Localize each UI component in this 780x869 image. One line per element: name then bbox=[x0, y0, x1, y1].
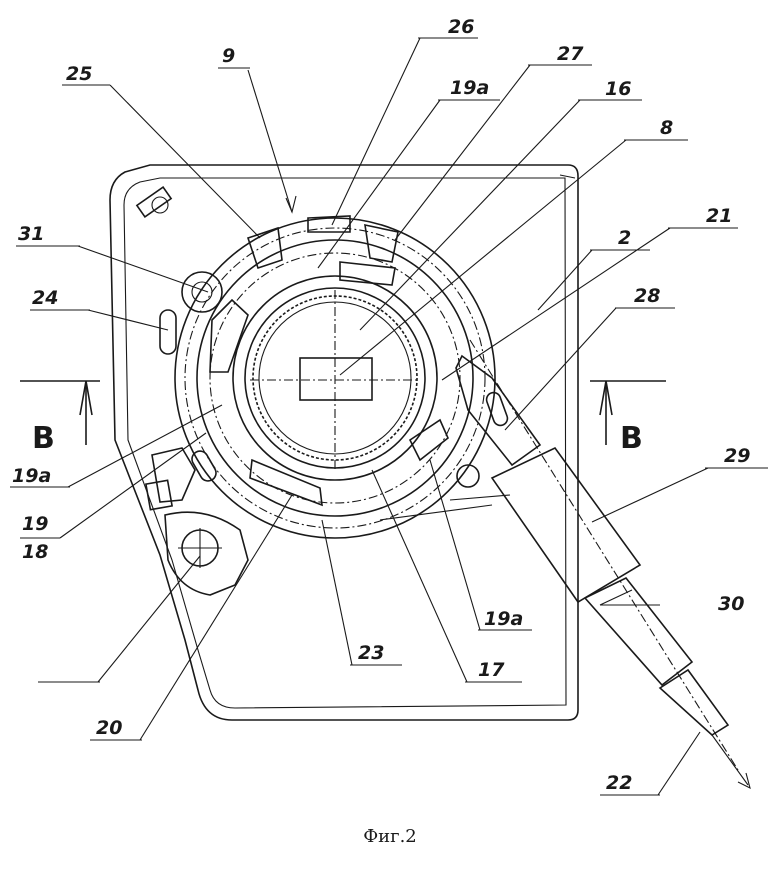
central-block bbox=[250, 290, 420, 470]
label-17: 17 bbox=[478, 659, 505, 681]
figure-caption: Фиг.2 bbox=[363, 826, 417, 847]
label-19a-left: 19а bbox=[12, 465, 51, 487]
label-22: 22 bbox=[606, 772, 632, 794]
lever-assembly bbox=[144, 447, 249, 596]
housing-body bbox=[109, 164, 579, 721]
label-23: 23 bbox=[358, 642, 384, 664]
label-24: 24 bbox=[32, 287, 58, 309]
label-27: 27 bbox=[557, 43, 584, 65]
label-26: 26 bbox=[448, 16, 474, 38]
barrel-assembly bbox=[379, 339, 751, 790]
label-19: 19 bbox=[22, 513, 48, 535]
label-20: 20 bbox=[96, 717, 122, 739]
label-19a-top: 19а bbox=[450, 77, 489, 99]
label-29: 29 bbox=[724, 445, 750, 467]
label-2: 2 bbox=[618, 227, 631, 249]
label-31: 31 bbox=[18, 223, 44, 245]
top-screw bbox=[135, 185, 173, 219]
label-21: 21 bbox=[706, 205, 732, 227]
section-mark-right: В bbox=[620, 421, 643, 456]
label-25: 25 bbox=[66, 63, 92, 85]
ring-pawls bbox=[209, 215, 449, 507]
label-30: 30 bbox=[718, 593, 744, 615]
label-8: 8 bbox=[660, 117, 673, 139]
section-marks bbox=[20, 380, 666, 445]
label-16: 16 bbox=[605, 78, 631, 100]
label-28: 28 bbox=[634, 285, 660, 307]
label-9: 9 bbox=[222, 45, 235, 67]
section-mark-left: В bbox=[32, 421, 55, 456]
left-rollers bbox=[159, 271, 223, 482]
label-18: 18 bbox=[22, 541, 48, 563]
leader-lines bbox=[10, 37, 768, 796]
part-labels: 25 9 26 19а 27 16 8 21 2 31 24 28 29 19а… bbox=[12, 16, 750, 794]
label-19a-bottom: 19а bbox=[484, 608, 523, 630]
